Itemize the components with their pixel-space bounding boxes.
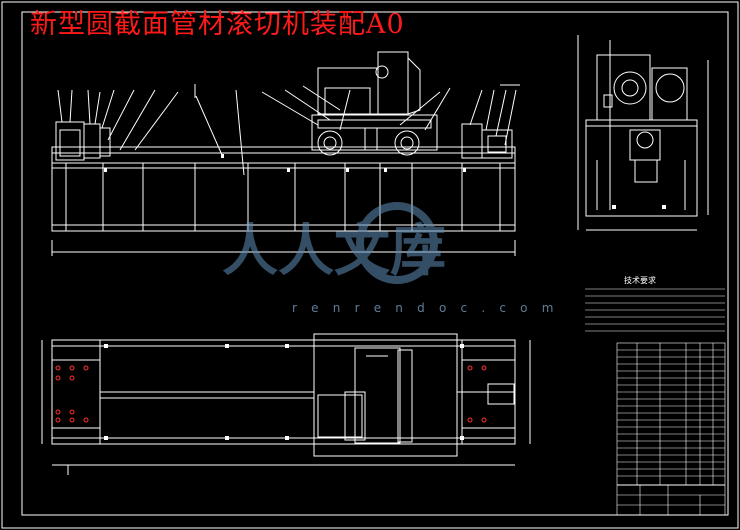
watermark-logo-text: 人人文库	[222, 219, 446, 284]
parts-list	[616, 342, 726, 516]
watermark-logo: 人人文库	[222, 202, 446, 284]
technical-notes	[585, 288, 725, 332]
drawing-title: 新型圆截面管材滚切机装配A0	[30, 9, 405, 40]
top-view	[41, 333, 531, 475]
fastener-marks	[104, 154, 666, 440]
red-hole-markers	[55, 365, 487, 423]
front-view	[51, 51, 520, 256]
side-view	[577, 35, 709, 231]
technical-notes-heading: 技术要求	[624, 276, 656, 285]
watermark-url: r e n r e n d o c . c o m	[292, 301, 559, 315]
inner-border	[21, 11, 729, 516]
